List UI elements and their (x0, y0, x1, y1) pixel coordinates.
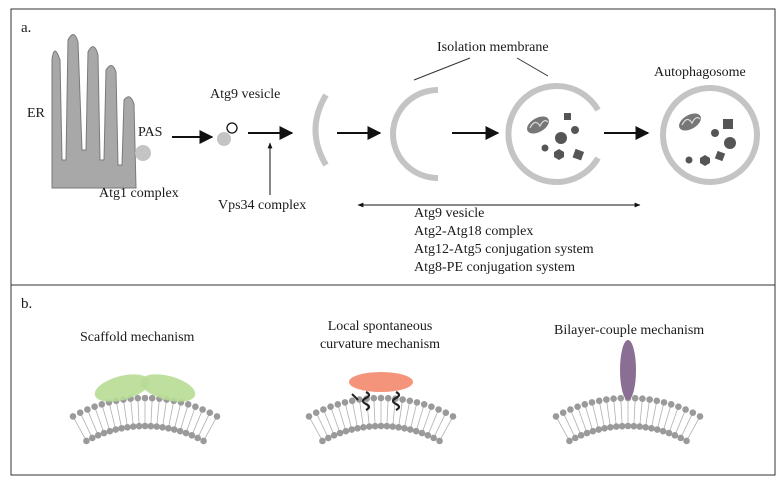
pas-label: PAS (138, 125, 163, 140)
cargo-circle-2 (555, 132, 567, 144)
vps34-complex-label: Vps34 complex (218, 198, 307, 213)
vesicle-gray (217, 132, 231, 146)
factor-item: Atg8-PE conjugation system (414, 260, 575, 275)
mitochondrion-1 (527, 116, 549, 134)
er-shape (51, 34, 137, 189)
spontaneous-curvature-label-line1: Local spontaneous (327, 319, 433, 334)
cargo-in-autophagosome (679, 113, 736, 166)
atg9-vesicle-label: Atg9 vesicle (210, 87, 281, 102)
scaffold-protein-left (94, 374, 150, 402)
cargo-circle-1 (571, 126, 579, 134)
bilayer-couple-label: Bilayer-couple mechanism (554, 323, 705, 338)
factor-item: Atg9 vesicle (414, 206, 485, 221)
scaffold-protein-right (140, 374, 196, 402)
im-leader-right (516, 57, 549, 77)
pas-dot (135, 145, 151, 161)
spontaneous-curvature-label-line2: curvature mechanism (319, 337, 441, 352)
cargo-square-3 (723, 119, 733, 129)
autophagosome-label: Autophagosome (654, 65, 746, 80)
lipid-bilayer (305, 394, 457, 445)
autophagosome-membrane (660, 85, 760, 185)
membrane-illustrations (69, 394, 704, 445)
amphipathic-helices (351, 391, 401, 411)
cargo-square-2 (572, 148, 585, 161)
medium-crescent (390, 87, 439, 181)
cargo-in-isolation-membrane (527, 113, 585, 161)
cargo-circle-5 (724, 137, 736, 149)
bilayer-couple-protein (620, 340, 636, 400)
large-crescent (505, 83, 601, 185)
curvature-protein (349, 372, 413, 392)
atg9-vesicle-circle (226, 122, 238, 134)
scaffold-mechanism-label: Scaffold mechanism (80, 330, 195, 345)
im-leader-left (413, 57, 471, 81)
isolation-membrane-label: Isolation membrane (437, 40, 549, 55)
mitochondrion-2 (679, 113, 701, 131)
er-label: ER (27, 106, 45, 121)
atg1-complex-label: Atg1 complex (99, 186, 179, 201)
cargo-circle-4 (711, 129, 719, 137)
lipid-bilayer (69, 394, 221, 445)
lipid-bilayer (552, 394, 704, 445)
small-crescent (312, 93, 329, 167)
cargo-hexagon-2 (700, 155, 710, 166)
factor-item: Atg2-Atg18 complex (414, 224, 534, 239)
cargo-hexagon-1 (554, 149, 564, 160)
cargo-circle-6 (685, 156, 693, 164)
panel-a-label: a. (21, 20, 32, 36)
cargo-square-4 (714, 150, 726, 162)
factor-item: Atg12-Atg5 conjugation system (414, 242, 594, 257)
cargo-square-1 (564, 113, 571, 120)
cargo-circle-3 (541, 144, 549, 152)
panel-b-frame (10, 284, 776, 476)
panel-b-label: b. (21, 296, 33, 312)
